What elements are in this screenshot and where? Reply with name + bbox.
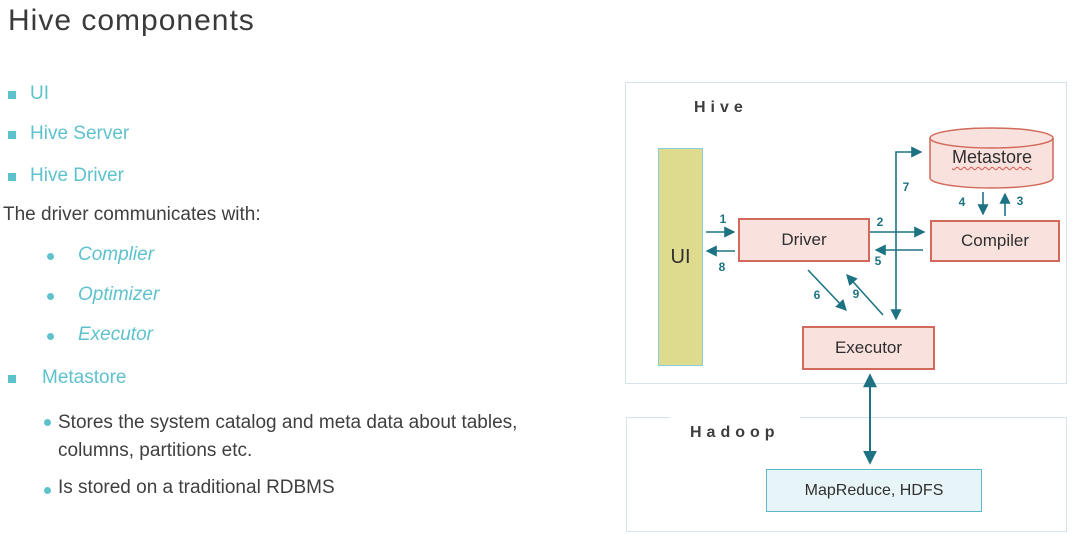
hadoop-container-label: Hadoop: [670, 408, 800, 444]
ui-node-label: UI: [670, 245, 691, 268]
arrow-label-7: 7: [902, 180, 910, 194]
driver-communicates-text: The driver communicates with:: [3, 204, 261, 225]
arrow-label-9: 9: [852, 287, 860, 301]
round-bullet-icon: [47, 333, 54, 340]
round-bullet-icon: [44, 419, 51, 426]
arrow-label-6: 6: [813, 288, 821, 302]
arrow-label-5: 5: [874, 254, 882, 268]
hive-container-label: Hive: [694, 99, 748, 116]
driver-node: Driver: [738, 218, 870, 262]
bullet-item-complier: Complier: [78, 244, 155, 265]
mapreduce-hdfs-node-label: MapReduce, HDFS: [804, 481, 944, 499]
arrow-label-1: 1: [719, 212, 727, 226]
arrow-label-8: 8: [718, 260, 726, 274]
mapreduce-hdfs-node: MapReduce, HDFS: [766, 469, 982, 512]
square-bullet-icon: [8, 131, 16, 139]
hive-architecture-diagram: Hive Hadoop UI Driver Compiler Executor …: [620, 75, 1072, 535]
round-bullet-icon: [47, 293, 54, 300]
executor-node-label: Executor: [834, 338, 903, 357]
arrow-label-2: 2: [876, 215, 884, 229]
bullet-item-hive-driver: Hive Driver: [30, 165, 124, 186]
bullet-item-ui: UI: [30, 83, 49, 104]
compiler-node: Compiler: [930, 220, 1060, 262]
ui-node: UI: [658, 148, 703, 366]
arrow-label-3: 3: [1016, 194, 1024, 208]
bullet-item-optimizer: Optimizer: [78, 284, 160, 305]
metastore-note-1: Stores the system catalog and meta data …: [58, 412, 518, 461]
executor-node: Executor: [802, 326, 935, 370]
square-bullet-icon: [8, 173, 16, 181]
bullet-item-hive-server: Hive Server: [30, 123, 130, 144]
bullet-item-executor: Executor: [78, 324, 153, 345]
square-bullet-icon: [8, 375, 16, 383]
metastore-note-2: Is stored on a traditional RDBMS: [58, 477, 335, 498]
bullet-item-metastore: Metastore: [42, 367, 127, 388]
driver-node-label: Driver: [781, 230, 827, 249]
square-bullet-icon: [8, 91, 16, 99]
arrow-label-4: 4: [958, 195, 966, 209]
round-bullet-icon: [44, 487, 51, 494]
round-bullet-icon: [47, 253, 54, 260]
metastore-node-label: Metastore: [951, 147, 1033, 167]
compiler-node-label: Compiler: [960, 231, 1030, 250]
page-title: Hive components: [8, 4, 255, 37]
